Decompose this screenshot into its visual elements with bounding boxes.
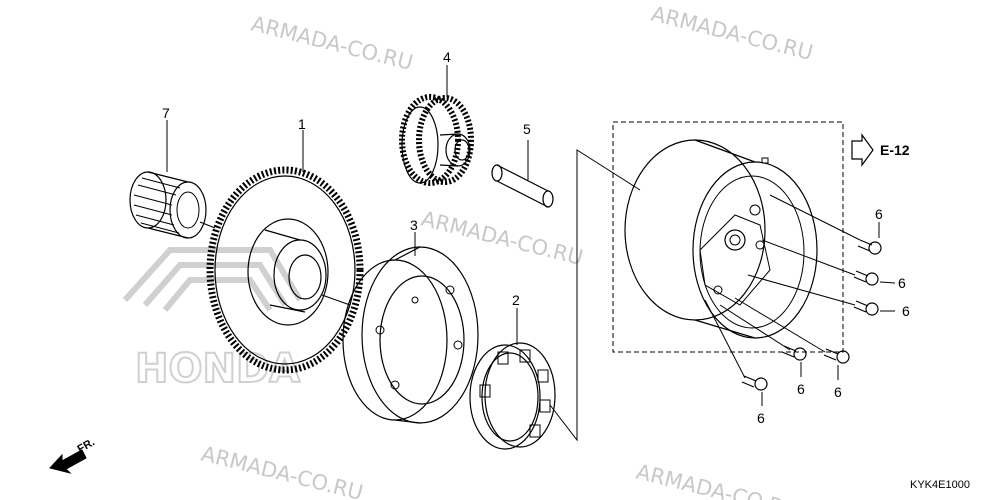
watermarks: ARMADA-CO.RU ARMADA-CO.RU ARMADA-CO.RU A… [122, 2, 816, 500]
callout-6d: 6 [834, 384, 842, 400]
callout-1: 1 [298, 116, 306, 132]
watermark-bottom-right: ARMADA-CO.RU [634, 460, 801, 500]
ref-label[interactable]: E-12 [880, 142, 910, 158]
diagram-code: KYK4E1000 [910, 479, 970, 491]
bolt-c [853, 300, 879, 316]
bolt-b [853, 270, 879, 286]
callout-6b: 6 [898, 275, 906, 291]
right-arrow-icon [851, 133, 874, 167]
part-4-reduction-gear [399, 94, 474, 186]
watermark-top-right: ARMADA-CO.RU [649, 2, 816, 65]
bolt-e [781, 345, 807, 361]
bolt-leaders [704, 194, 861, 379]
flywheel [624, 139, 818, 339]
callout-5: 5 [523, 121, 531, 137]
front-direction-indicator: FR. [49, 436, 97, 474]
callout-7: 7 [162, 105, 170, 121]
honda-watermark-text: HONDA [135, 346, 300, 392]
watermark-top-left: ARMADA-CO.RU [249, 12, 416, 75]
watermark-bottom-left: ARMADA-CO.RU [199, 442, 366, 500]
part-3-clutch-outer [342, 246, 479, 424]
front-arrow-icon [49, 449, 87, 474]
bolts-6 [741, 239, 882, 391]
bolt-a [857, 239, 882, 255]
callout-2: 2 [512, 292, 520, 308]
callout-6e: 6 [797, 381, 805, 397]
bolt-d [823, 348, 850, 364]
flywheel-group-box [612, 121, 844, 353]
callout-6f: 6 [757, 410, 765, 426]
leader-1b [321, 294, 351, 306]
part-7-needle-bearing [129, 171, 207, 239]
front-label: FR. [76, 436, 97, 455]
part-5-shaft [491, 164, 554, 208]
bolt-f [741, 375, 768, 391]
assembly-connector-line [549, 149, 641, 442]
callout-4: 4 [443, 49, 451, 65]
leader-6b [879, 281, 896, 284]
leader-7b [199, 221, 216, 229]
callout-6a: 6 [875, 206, 883, 222]
callout-3: 3 [410, 217, 418, 233]
watermark-middle: ARMADA-CO.RU [419, 207, 586, 270]
honda-wing-logo [122, 247, 303, 312]
callout-6c: 6 [902, 303, 910, 319]
part-1-starter-driven-gear [206, 166, 364, 374]
ref-arrow-e12[interactable]: E-12 [851, 133, 910, 167]
part-2-one-way-clutch [469, 342, 556, 450]
